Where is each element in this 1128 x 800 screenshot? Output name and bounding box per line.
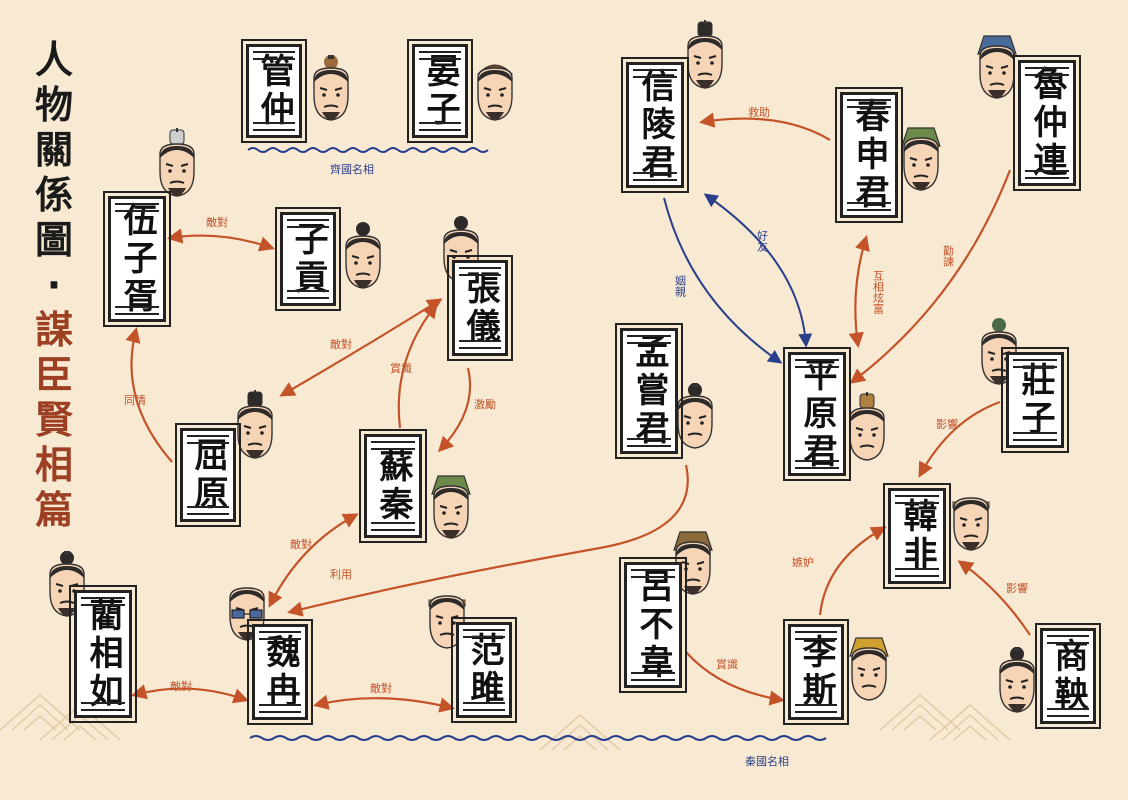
label-changshang-lubuwei: 賞識 [716, 658, 738, 671]
portrait-hanfei-icon [940, 482, 1002, 560]
label-dishi-zhangyi-quyuan: 敵對 [330, 337, 352, 351]
diagram-title: 人物關係圖 · 謀臣賢相篇 [32, 38, 76, 533]
label-huxiang: 互相炫富 [872, 270, 885, 315]
label-liyong: 利用 [330, 568, 352, 581]
card-pingyuanjun[interactable]: 平原君 [783, 347, 851, 481]
label-haoyou: 好友 [756, 229, 769, 252]
link-lisi-hanfei [818, 526, 887, 616]
portrait-quyuan-icon [224, 390, 286, 468]
portrait-mengchangjun-icon [664, 380, 726, 458]
label-jijiu: 激勵 [474, 397, 496, 411]
card-zhuangzi[interactable]: 莊子 [1001, 347, 1069, 453]
card-luzhonglian[interactable]: 魯仲連 [1013, 55, 1081, 191]
label-dishi-weiran-suqin: 敵對 [290, 537, 312, 551]
card-suqin[interactable]: 蘇秦 [359, 429, 427, 543]
portrait-yanzi-icon [464, 52, 526, 130]
portrait-xinlingjun-icon [674, 20, 736, 98]
label-quanjian: 勸諫 [942, 245, 955, 268]
link-weiran-suqin [268, 513, 359, 608]
card-linxiangru[interactable]: 藺相如 [69, 585, 137, 723]
label-dishi-weiran-fanju: 敵對 [370, 681, 392, 695]
title-line-1: 人物關係圖 [34, 38, 73, 262]
title-dot: · [46, 263, 62, 307]
qi-caption: 齊國名相 [330, 162, 374, 176]
card-xinlingjun[interactable]: 信陵君 [621, 57, 689, 193]
label-yinqin: 姻親 [674, 274, 687, 297]
portrait-chunshenjun-icon [890, 122, 952, 200]
portrait-lubuwei-icon [662, 526, 724, 604]
card-weiran[interactable]: 魏冉 [247, 619, 313, 725]
qin-caption: 秦國名相 [745, 754, 789, 768]
portrait-fanju-icon [416, 580, 478, 658]
card-lubuwei[interactable]: 呂不韋 [619, 557, 687, 693]
card-guanzhong[interactable]: 管仲 [241, 39, 307, 143]
link-zhangyi-quyuan [279, 298, 443, 397]
portrait-guanzhong-icon [300, 52, 362, 130]
link-suqin-zhangyi [397, 302, 438, 429]
label-changshang: 賞識 [390, 362, 412, 375]
label-tongqing: 同情 [124, 394, 146, 407]
portrait-zigong-icon [332, 220, 394, 298]
link-mengchangjun-weiran [287, 464, 689, 617]
link-lubuwei-lisi [685, 651, 786, 706]
qin-wave-line [249, 735, 827, 741]
portrait-shangyang-icon [986, 644, 1048, 722]
portrait-wuzixu-icon [146, 128, 208, 206]
portrait-pingyuanjun-icon [836, 392, 898, 470]
card-mengchangjun[interactable]: 孟嘗君 [615, 323, 683, 459]
card-hanfei[interactable]: 韓非 [883, 483, 951, 589]
link-chunshenjun-pingyuanjun [848, 235, 870, 349]
card-zhangyi[interactable]: 張儀 [447, 255, 513, 361]
label-yingxiang-shangyang: 影響 [1006, 581, 1028, 595]
label-jidu: 嫉妒 [792, 555, 814, 569]
link-luzhonglian-pingyuanjun [849, 169, 1012, 384]
link-weiran-fanju [313, 694, 455, 713]
link-linxiangru-weiran [131, 684, 249, 704]
card-zigong[interactable]: 子貢 [275, 207, 341, 311]
link-chunshenjun-xinlingjun [698, 112, 831, 141]
card-shangyang[interactable]: 商鞅 [1035, 623, 1101, 729]
card-fanju[interactable]: 范雎 [451, 617, 517, 723]
label-yingxiang-zhuangzi: 影響 [936, 417, 958, 431]
card-quyuan[interactable]: 屈原 [175, 423, 241, 527]
label-dishi-linxiangru-weiran: 敵對 [170, 679, 192, 693]
card-wuzixu[interactable]: 伍子胥 [103, 191, 171, 327]
link-zhuangzi-hanfei [918, 400, 1001, 478]
portrait-lisi-icon [838, 632, 900, 710]
link-xinlingjun-pingyuanjun-friends [703, 193, 813, 348]
card-chunshenjun[interactable]: 春申君 [835, 87, 903, 223]
qi-wave-line [247, 147, 489, 153]
link-wuzixu-zigong [166, 228, 275, 252]
label-jiudu: 救助 [748, 105, 770, 119]
label-dishi-wuzixu-zigong: 敵對 [206, 215, 228, 229]
link-shangyang-hanfei [957, 560, 1031, 636]
link-zhangyi-suqin [437, 367, 472, 453]
portrait-suqin-icon [420, 470, 482, 548]
card-lisi[interactable]: 李斯 [783, 619, 849, 725]
link-quyuan-wuzixu [125, 327, 173, 463]
card-yanzi[interactable]: 晏子 [407, 39, 473, 143]
portrait-luzhonglian-icon [966, 30, 1028, 108]
title-line-2: 謀臣賢相篇 [34, 308, 73, 532]
